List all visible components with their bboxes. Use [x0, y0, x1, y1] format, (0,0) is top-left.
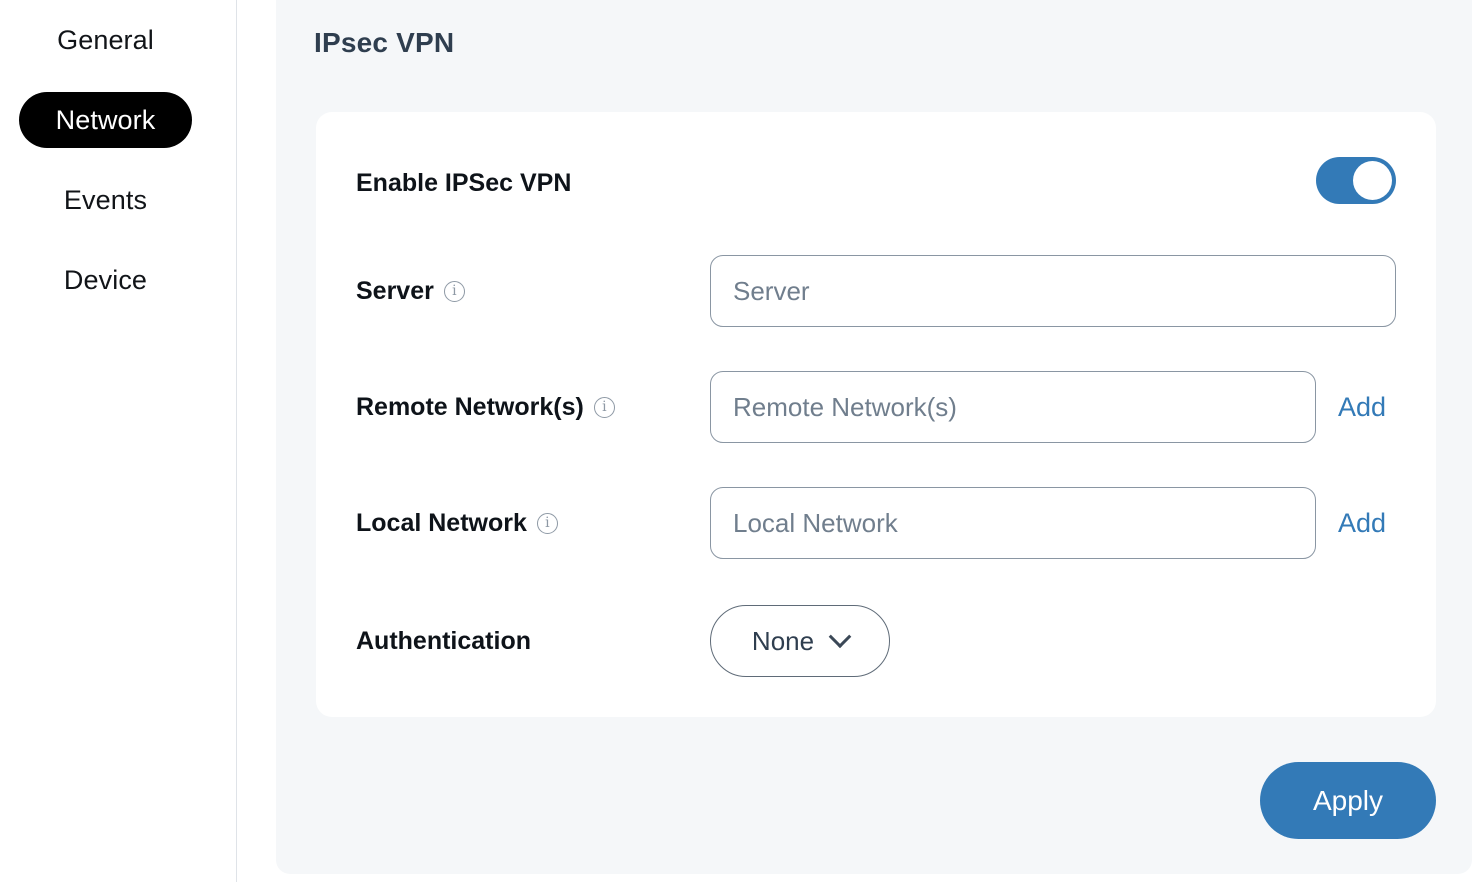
content-panel: IPsec VPN Enable IPSec VPN Server i — [276, 0, 1472, 874]
row-local-network: Local Network i Add — [316, 487, 1436, 559]
page-title: IPsec VPN — [314, 27, 455, 58]
sidebar-item-label: Device — [63, 264, 148, 295]
authentication-select[interactable]: None — [710, 605, 890, 677]
local-network-input[interactable] — [710, 487, 1316, 559]
sidebar-item-general[interactable]: General — [19, 16, 192, 64]
toggle-knob — [1353, 161, 1392, 200]
info-icon[interactable]: i — [536, 512, 558, 534]
chevron-down-icon — [828, 625, 852, 649]
label-local-network: Local Network i — [356, 509, 558, 538]
field-label-text: Server — [356, 276, 434, 305]
field-label-text: Remote Network(s) — [356, 392, 584, 421]
sidebar-item-label: Network — [55, 104, 156, 135]
sidebar-item-device[interactable]: Device — [19, 256, 192, 304]
row-authentication: Authentication None — [316, 605, 1436, 677]
remote-networks-input[interactable] — [710, 371, 1316, 443]
field-label-text: Local Network — [356, 508, 527, 537]
sidebar-item-label: Events — [63, 184, 148, 215]
sidebar-item-events[interactable]: Events — [19, 176, 192, 224]
enable-ipsec-vpn-toggle[interactable] — [1316, 157, 1396, 204]
ipsec-vpn-card: Enable IPSec VPN Server i Remote Network… — [316, 112, 1436, 717]
authentication-selected-value: None — [751, 625, 815, 656]
add-local-network-link[interactable]: Add — [1338, 507, 1387, 538]
label-authentication: Authentication — [356, 627, 531, 656]
field-label-text: Enable IPSec VPN — [356, 168, 572, 197]
sidebar-item-network[interactable]: Network — [19, 92, 192, 148]
label-enable-ipsec-vpn: Enable IPSec VPN — [356, 169, 571, 198]
field-label-text: Authentication — [356, 626, 531, 655]
sidebar-nav: General Network Events Device — [0, 0, 237, 882]
row-enable-ipsec-vpn: Enable IPSec VPN — [316, 151, 1436, 215]
label-remote-networks: Remote Network(s) i — [356, 393, 615, 422]
server-input[interactable] — [710, 255, 1396, 327]
row-remote-networks: Remote Network(s) i Add — [316, 371, 1436, 443]
row-server: Server i — [316, 255, 1436, 327]
label-server: Server i — [356, 277, 465, 306]
add-remote-network-link[interactable]: Add — [1338, 391, 1387, 422]
sidebar-item-label: General — [57, 24, 154, 55]
info-icon[interactable]: i — [593, 396, 615, 418]
info-icon[interactable]: i — [443, 280, 465, 302]
apply-button[interactable]: Apply — [1260, 762, 1436, 839]
